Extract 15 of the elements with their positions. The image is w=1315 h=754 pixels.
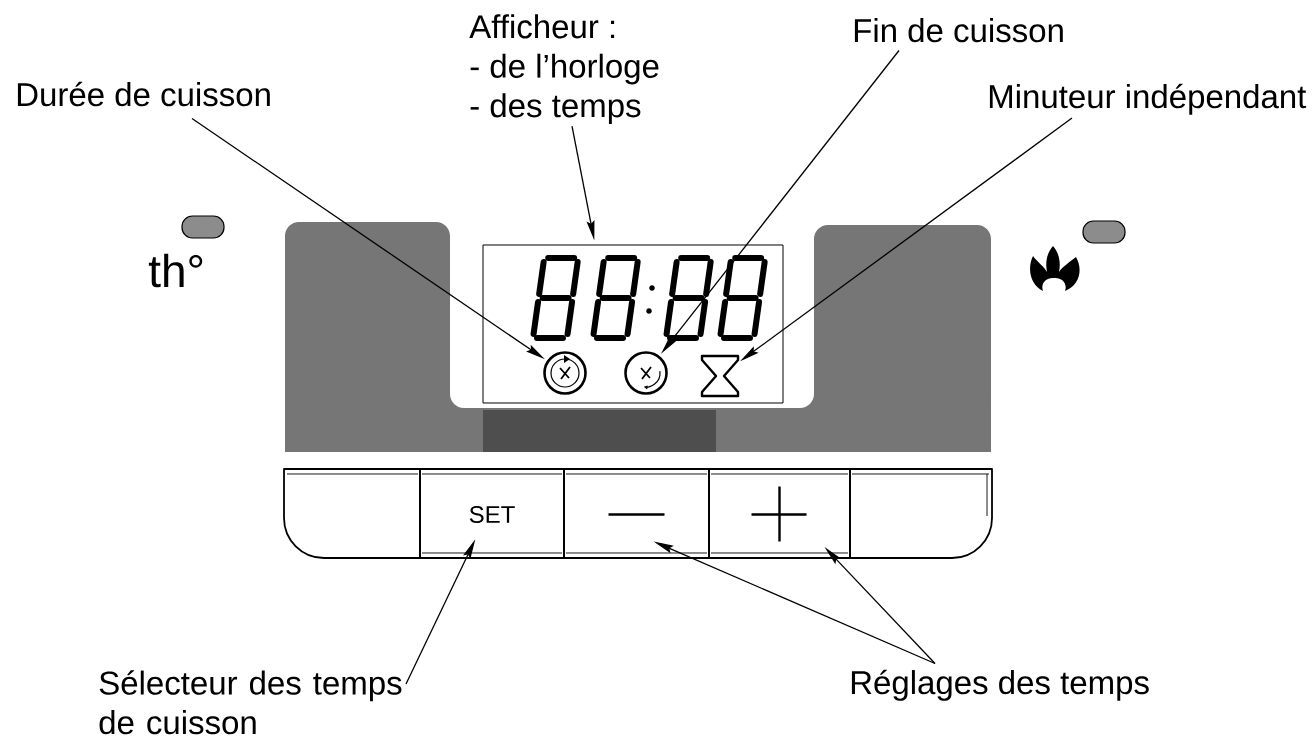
callout-label: Fin de cuisson xyxy=(854,18,1063,43)
plus-button xyxy=(708,468,851,559)
callout-label: Réglages des temps xyxy=(851,669,1149,701)
clock-icon xyxy=(543,351,587,395)
minus-button xyxy=(563,468,710,559)
callout-label: Durée de cuisson xyxy=(17,81,270,107)
panel-label: th° xyxy=(148,253,203,288)
clock-icon xyxy=(624,351,668,395)
callout-label: Sélecteur des temps de cuisson xyxy=(99,670,402,735)
hourglass-icon xyxy=(700,354,740,398)
set-button: SET xyxy=(419,468,565,559)
callout-label: Afficheur : - de l’horloge - des temps xyxy=(469,14,659,124)
callout-label: Minuteur indépendant xyxy=(989,83,1307,115)
blank-button xyxy=(283,468,421,559)
blank-button xyxy=(849,468,993,559)
